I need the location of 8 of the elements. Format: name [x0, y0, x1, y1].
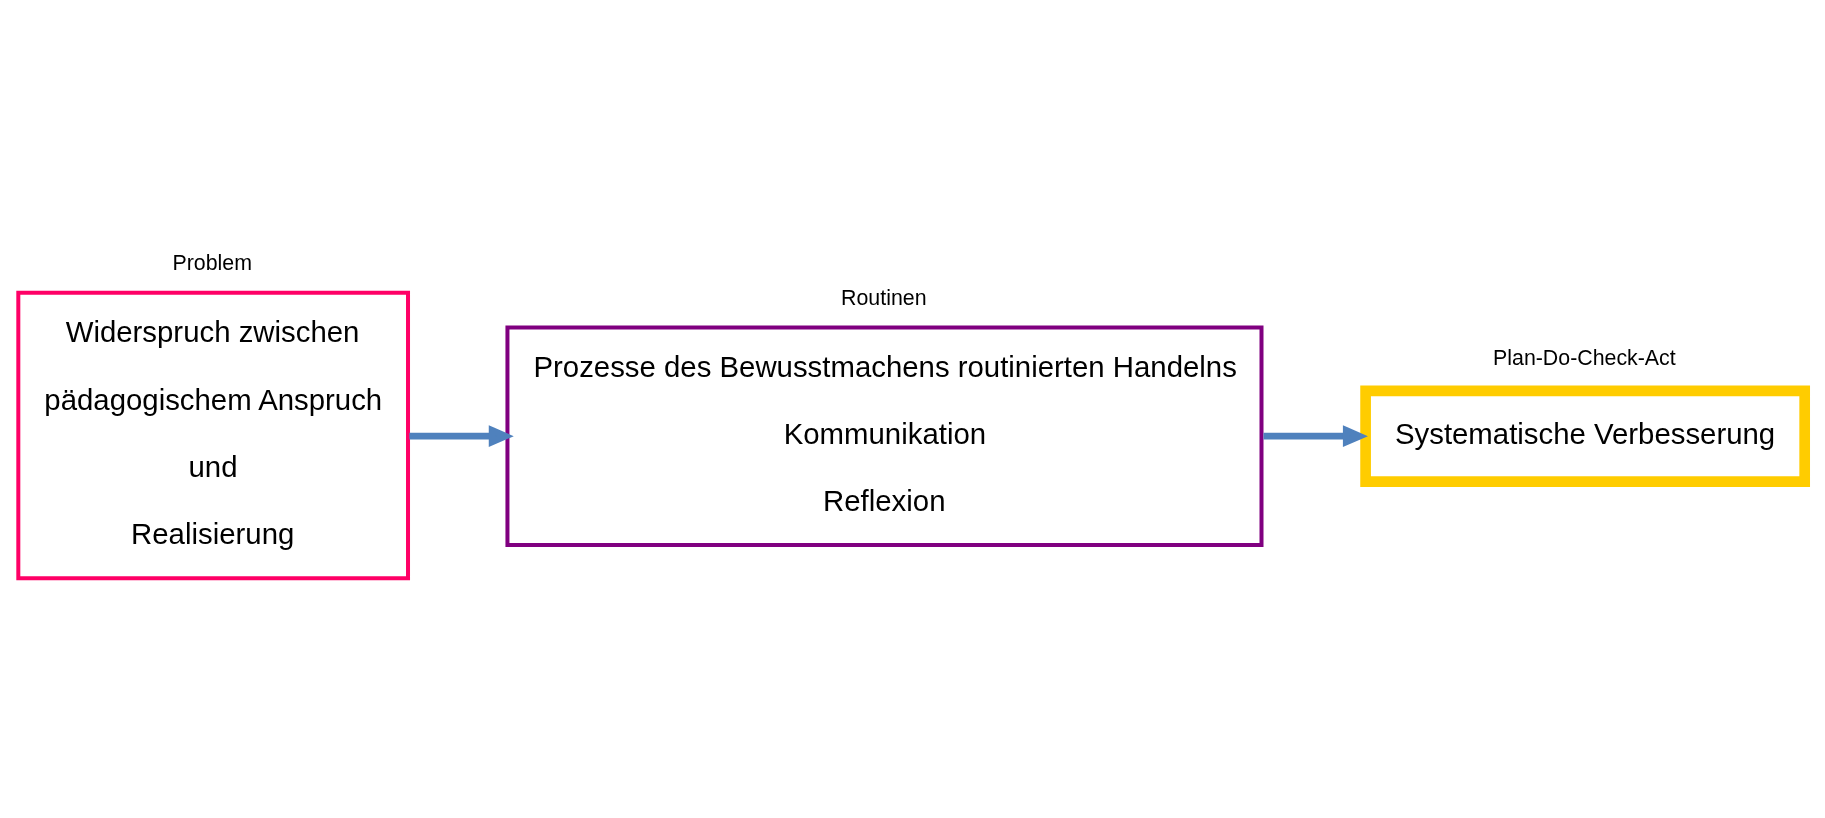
- arrow: [409, 424, 514, 447]
- node-label: Plan-Do-Check-Act: [1493, 345, 1676, 370]
- node-box: Prozesse des Bewusstmachens routinierten Handelns Kommunikation Reflexion: [505, 324, 1264, 547]
- arrow: [1263, 424, 1368, 447]
- node-label: Problem: [172, 250, 252, 275]
- node-label: Routinen: [841, 285, 927, 310]
- node-box: Systematische Verbesserung: [1360, 385, 1810, 487]
- node-box: Widerspruch zwischen pädagogischem Anspruch und Realisierung: [16, 290, 410, 580]
